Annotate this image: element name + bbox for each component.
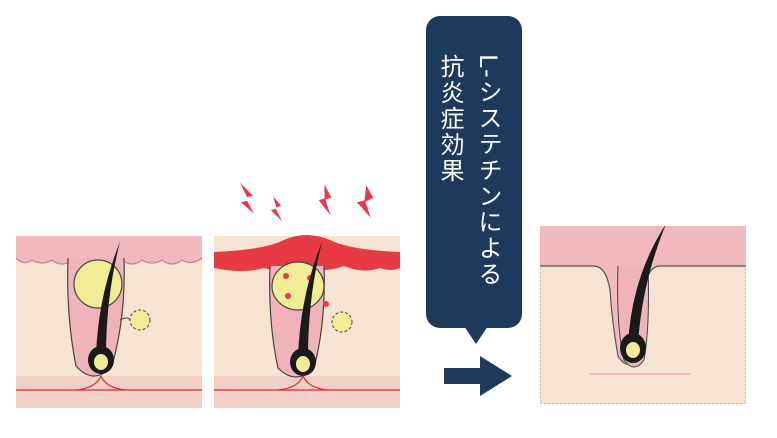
- hair-shaft: [628, 226, 666, 344]
- lightning-bolt-icon: [317, 181, 333, 219]
- bacteria: [323, 301, 329, 307]
- inflamed-epidermis: [214, 235, 400, 271]
- dermal-papilla: [626, 342, 640, 358]
- lightning-bolt-icon: [355, 182, 375, 221]
- lightning-bolt-icon: [237, 180, 257, 217]
- hair-shaft: [96, 242, 120, 356]
- callout-sub-text: 抗炎症効果: [436, 54, 464, 184]
- sebaceous-gland: [129, 309, 151, 331]
- effect-callout: [426, 16, 522, 344]
- subcutaneous-band: [214, 376, 400, 408]
- clogged-pore-illustration: [16, 236, 202, 408]
- dermal-papilla: [296, 356, 310, 372]
- inflamed-pore-illustration: [214, 180, 400, 408]
- dermal-papilla: [94, 354, 108, 370]
- epidermis-layer: [16, 236, 202, 264]
- lightning-bolt-icon: [269, 193, 285, 225]
- right-arrow-icon: [444, 356, 512, 396]
- healthy-pore-illustration: [540, 226, 746, 404]
- subcutaneous-band: [16, 376, 202, 408]
- hair-shaft: [298, 242, 322, 358]
- callout-main-text: L-システチンによる: [474, 54, 502, 288]
- bacteria: [285, 293, 291, 299]
- sebum-plug: [271, 261, 325, 311]
- sebum-plug: [73, 259, 123, 309]
- bacteria: [283, 273, 289, 279]
- sebaceous-gland: [331, 311, 353, 333]
